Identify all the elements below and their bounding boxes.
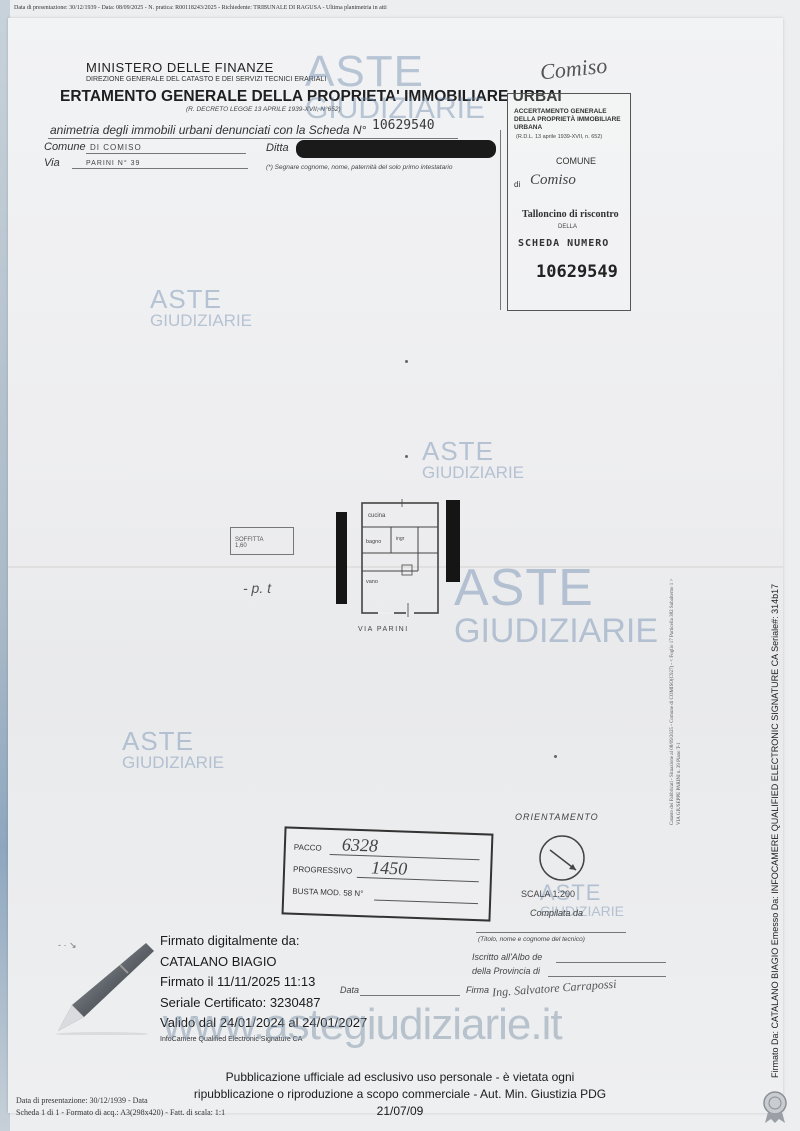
pacco-stamp: PACCO 6328 PROGRESSIVO 1450 BUSTA MOD. 5… <box>281 826 494 922</box>
comune-value: DI COMISO <box>90 143 142 152</box>
underline <box>476 932 626 933</box>
planimetria-line: animetria degli immobili urbani denuncia… <box>50 123 367 137</box>
floor-plan-drawing: cucina bagno ingr vano <box>361 499 439 617</box>
room-label: cucina <box>368 513 386 519</box>
underline <box>48 138 458 139</box>
aste-watermark: ASTE GIUDIZIARIE <box>540 880 625 919</box>
direzione-heading: DIREZIONE GENERALE DEL CATASTO E DEI SER… <box>86 76 327 83</box>
talloncino-number: 10629549 <box>536 262 618 282</box>
handwritten-marks: - · ↘ <box>58 940 77 950</box>
compass-icon <box>539 835 585 881</box>
scala-label: SCALA 1:200 <box>521 889 576 899</box>
busta-label: BUSTA MOD. 58 N° <box>292 886 364 899</box>
underline <box>86 153 246 154</box>
ditta-label: Ditta <box>266 142 289 154</box>
titolo-note: (Titolo, nome e cognome del tecnico) <box>478 936 585 943</box>
talloncino-della: DELLA <box>558 224 578 230</box>
talloncino-riscontro: Talloncino di riscontro <box>522 209 619 220</box>
punch-dot <box>405 455 408 458</box>
aste-watermark: ASTE GIUDIZIARIE <box>150 284 253 330</box>
talloncino-title: ACCERTAMENTO GENERALE DELLA PROPRIETÀ IM… <box>514 108 621 131</box>
talloncino-rdl: (R.D.L. 13 aprile 1939-XVII, n. 652) <box>516 134 603 140</box>
segnare-note: (*) Segnare cognome, nome, paternità del… <box>266 164 453 171</box>
punch-dot <box>405 360 408 363</box>
punch-dot <box>554 755 557 758</box>
footer-presentation: Data di presentazione: 30/12/1939 - Data <box>16 1096 148 1105</box>
side-signature-text: Firmato Da: CATALANO BIAGIO Emesso Da: I… <box>770 583 780 1078</box>
via-value: PARINI N° 39 <box>86 160 141 167</box>
certificate-validity: Valido dal 24/01/2024 al 24/01/2027 <box>160 1015 368 1030</box>
signed-on: Firmato il 11/11/2025 11:13 <box>160 974 316 989</box>
talloncino-box: ACCERTAMENTO GENERALE DELLA PROPRIETÀ IM… <box>507 93 631 311</box>
certificate-issuer: InfoCamere Qualified Electronic Signatur… <box>160 1035 303 1043</box>
site-watermark: www.astegiudiziarie.it <box>163 1000 563 1049</box>
presentation-header-line: Data di presentazione: 30/12/1939 - Data… <box>14 5 387 11</box>
digital-signature-block: Firmato digitalmente da: CATALANO BIAGIO… <box>160 931 367 1046</box>
firma-label: Firma <box>466 985 489 995</box>
pen-icon <box>56 943 154 1035</box>
data-label: Data <box>340 985 360 995</box>
underline <box>556 962 666 963</box>
talloncino-di: di <box>514 180 521 189</box>
progressivo-label: PROGRESSIVO <box>292 864 353 876</box>
pacco-label: PACCO <box>293 842 322 853</box>
pacco-value: 6328 <box>341 834 379 856</box>
floor-label: - p. t <box>243 580 272 596</box>
certificate-serial: Seriale Certificato: 3230487 <box>160 994 321 1010</box>
accertamento-heading: ERTAMENTO GENERALE DELLA PROPRIETA' IMMO… <box>60 88 562 105</box>
room-label: vano <box>366 579 378 585</box>
talloncino-comune-label: COMUNE <box>556 156 596 166</box>
iscritto-label: Iscritto all'Albo de <box>472 952 543 962</box>
comune-label: Comune <box>44 141 86 153</box>
talloncino-scheda-numero: SCHEDA NUMERO <box>518 238 610 249</box>
footer-scheda: Scheda 1 di 1 - Formato di acq.: A3(298x… <box>16 1108 226 1117</box>
via-label: Via <box>44 157 60 169</box>
document-page <box>8 18 783 1113</box>
underline <box>360 995 460 996</box>
room-label: ingr <box>396 536 405 542</box>
aste-watermark: ASTE GIUDIZIARIE <box>305 47 486 125</box>
scan-left-edge <box>0 0 10 1131</box>
signer-name: CATALANO BIAGIO <box>160 953 277 969</box>
street-label: VIA PARINI <box>358 626 409 633</box>
room-label: bagno <box>366 539 381 545</box>
talloncino-comune-handwritten: Comiso <box>530 172 576 188</box>
fold-line <box>8 566 783 568</box>
underline <box>72 168 248 169</box>
ministero-heading: MINISTERO DELLE FINANZE <box>86 60 274 75</box>
orientamento-label: ORIENTAMENTO <box>515 812 599 822</box>
decreto-line: (R. DECRETO LEGGE 13 APRILE 1939-XVII, N… <box>186 106 341 113</box>
aste-watermark: ASTE GIUDIZIARIE <box>454 559 659 650</box>
aste-watermark: ASTE GIUDIZIARIE <box>122 726 225 772</box>
scheda-number-handwritten: 10629540 <box>372 118 435 133</box>
redaction-bar <box>296 140 496 158</box>
redaction-bar <box>336 512 347 604</box>
underline <box>548 976 666 977</box>
progressivo-value: 1450 <box>370 857 408 879</box>
redaction-bar <box>446 500 460 582</box>
publication-notice: Pubblicazione ufficiale ad esclusivo uso… <box>193 1070 607 1118</box>
provincia-label: della Provincia di <box>472 966 541 976</box>
compilata-label: Compilata da <box>530 908 584 918</box>
signed-by-label: Firmato digitalmente da: <box>160 933 300 948</box>
catasto-side-text: Catasto dei Fabbricati - Situazione al 0… <box>670 578 682 825</box>
tear-line <box>500 130 501 310</box>
aste-watermark: ASTE GIUDIZIARIE <box>422 436 525 482</box>
seal-icon <box>763 1091 787 1123</box>
